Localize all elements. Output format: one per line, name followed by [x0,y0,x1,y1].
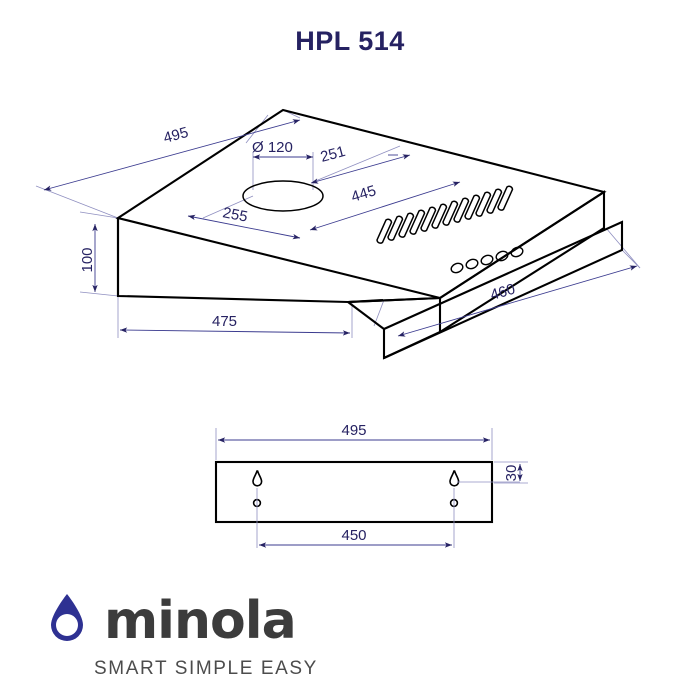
dimension-label-100: 100 [79,247,96,272]
dimension-100-height: 100 [79,224,98,292]
grille-slots [376,185,514,244]
dimension-diameter-120: Ø 120 [252,139,313,160]
dimension-label-255: 255 [221,204,249,225]
dimension-label-495-top: 495 [162,124,191,147]
brand-logo-block: minola SMART SIMPLE EASY [0,592,700,687]
dimension-label-diameter-120: Ø 120 [252,139,293,156]
dimension-label-251: 251 [319,143,348,166]
dimension-label-bracket-450: 450 [341,527,366,544]
dimension-label-445: 445 [349,182,378,206]
bracket-extension-lines [215,428,528,548]
water-droplet-icon [51,594,83,641]
dimension-label-475: 475 [212,313,237,330]
dimension-label-bracket-30: 30 [503,465,520,482]
dimension-460: 460 [397,265,638,337]
dimension-475: 475 [119,313,351,336]
dimension-label-bracket-495: 495 [341,422,366,439]
brand-tagline: SMART SIMPLE EASY [94,658,318,679]
page-title: HPL 514 [295,26,405,56]
duct-opening-circle [242,180,324,212]
dimension-445: 445 [309,181,461,231]
dimension-255: 255 [187,204,301,240]
dimension-495-top: 495 [43,119,301,191]
dimension-label-460: 460 [488,281,517,304]
dimension-bracket-495: 495 [218,422,490,443]
dimension-251: 251 [310,143,411,184]
bracket-keyholes [252,470,460,508]
hood-body-outline [115,108,624,360]
dimension-bracket-30: 30 [503,464,523,482]
dimension-bracket-450: 450 [259,527,452,548]
brand-name: minola [104,591,297,651]
bracket-outline [214,460,494,524]
